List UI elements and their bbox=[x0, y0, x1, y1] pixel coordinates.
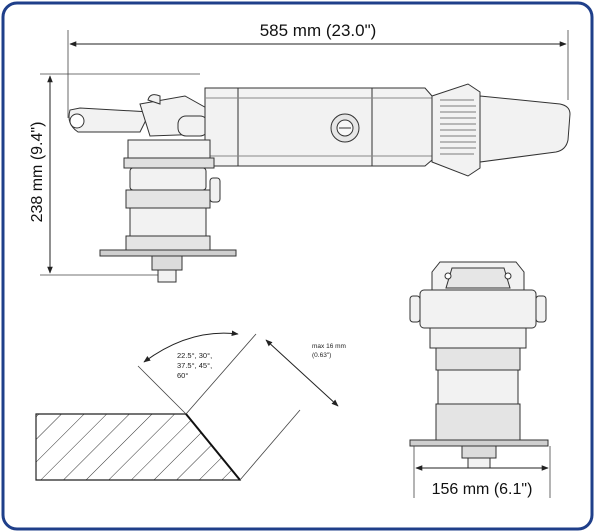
bevel-angles-line1: 22.5°, 30°, bbox=[177, 351, 212, 360]
bevel-angle-arc bbox=[143, 330, 239, 363]
height-dimension: 238 mm (9.4") bbox=[29, 73, 200, 276]
tool-front-view bbox=[409, 261, 549, 469]
bevel-angles-line3: 60° bbox=[177, 371, 188, 380]
length-dimension-label: 585 mm (23.0") bbox=[260, 21, 377, 40]
bevel-angles-line2: 37.5°, 45°, bbox=[177, 361, 212, 370]
length-dimension: 585 mm (23.0") bbox=[67, 21, 569, 118]
tool-side-view bbox=[68, 83, 571, 283]
bevel-section-diagram: 22.5°, 30°, 37.5°, 45°, 60° max 16 mm (0… bbox=[35, 330, 346, 481]
bevel-depth-arrow bbox=[265, 339, 339, 407]
bevel-depth-line2: (0.63") bbox=[312, 352, 331, 359]
width-dimension: 156 mm (6.1") bbox=[413, 446, 551, 498]
height-dimension-label: 238 mm (9.4") bbox=[29, 122, 46, 223]
width-dimension-label: 156 mm (6.1") bbox=[432, 481, 533, 498]
bevel-depth-line1: max 16 mm bbox=[312, 343, 346, 350]
